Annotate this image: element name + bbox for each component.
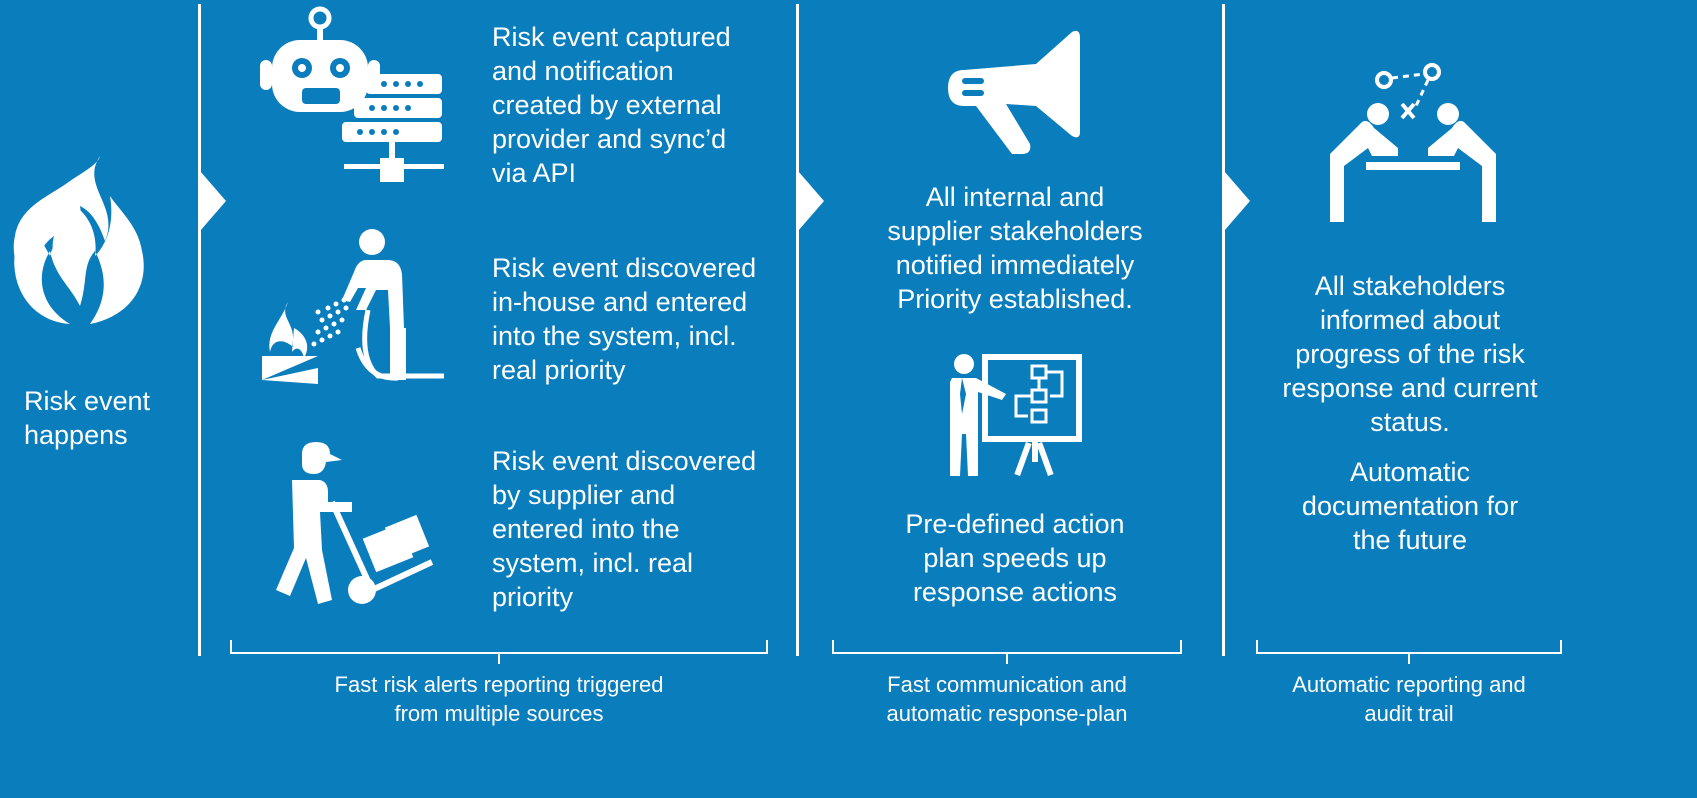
- brace-sources: [230, 640, 768, 664]
- risk-event-label: Risk event happens: [24, 386, 151, 450]
- fire-extinguisher-worker-icon: [262, 229, 444, 384]
- separator-2: [796, 4, 799, 656]
- separator-3: [1222, 4, 1225, 656]
- source-inhouse-text: Risk event discovered in-house and enter…: [492, 253, 757, 385]
- source-supplier-text: Risk event discovered by supplier and en…: [492, 446, 757, 612]
- reporting-status-text: All stakeholders informed about progress…: [1282, 271, 1538, 437]
- communication-plan-text: Pre-defined action plan speeds up respon…: [905, 509, 1125, 607]
- flow-arrow-1: [200, 171, 226, 231]
- flow-arrow-3: [1224, 171, 1250, 231]
- presentation-plan-icon: [950, 354, 1082, 477]
- source-external-text: Risk event captured and notification cre…: [492, 22, 731, 188]
- reporting-documentation-text: Automatic documentation for the future: [1301, 457, 1519, 555]
- caption-sources: Fast risk alerts reporting triggered fro…: [334, 672, 664, 726]
- brace-reporting: [1256, 640, 1562, 664]
- caption-communication: Fast communication and automatic respons…: [886, 672, 1128, 726]
- robot-server-icon: [260, 6, 444, 182]
- caption-reporting: Automatic reporting and audit trail: [1292, 672, 1526, 726]
- megaphone-icon: [948, 30, 1080, 154]
- fire-icon: [13, 156, 144, 324]
- separator-1: [198, 4, 201, 656]
- delivery-worker-icon: [276, 442, 434, 604]
- brace-communication: [832, 640, 1182, 664]
- flow-arrow-2: [798, 171, 824, 231]
- strategy-meeting-icon: [1330, 63, 1496, 222]
- communication-notify-text: All internal and supplier stakeholders n…: [887, 182, 1143, 314]
